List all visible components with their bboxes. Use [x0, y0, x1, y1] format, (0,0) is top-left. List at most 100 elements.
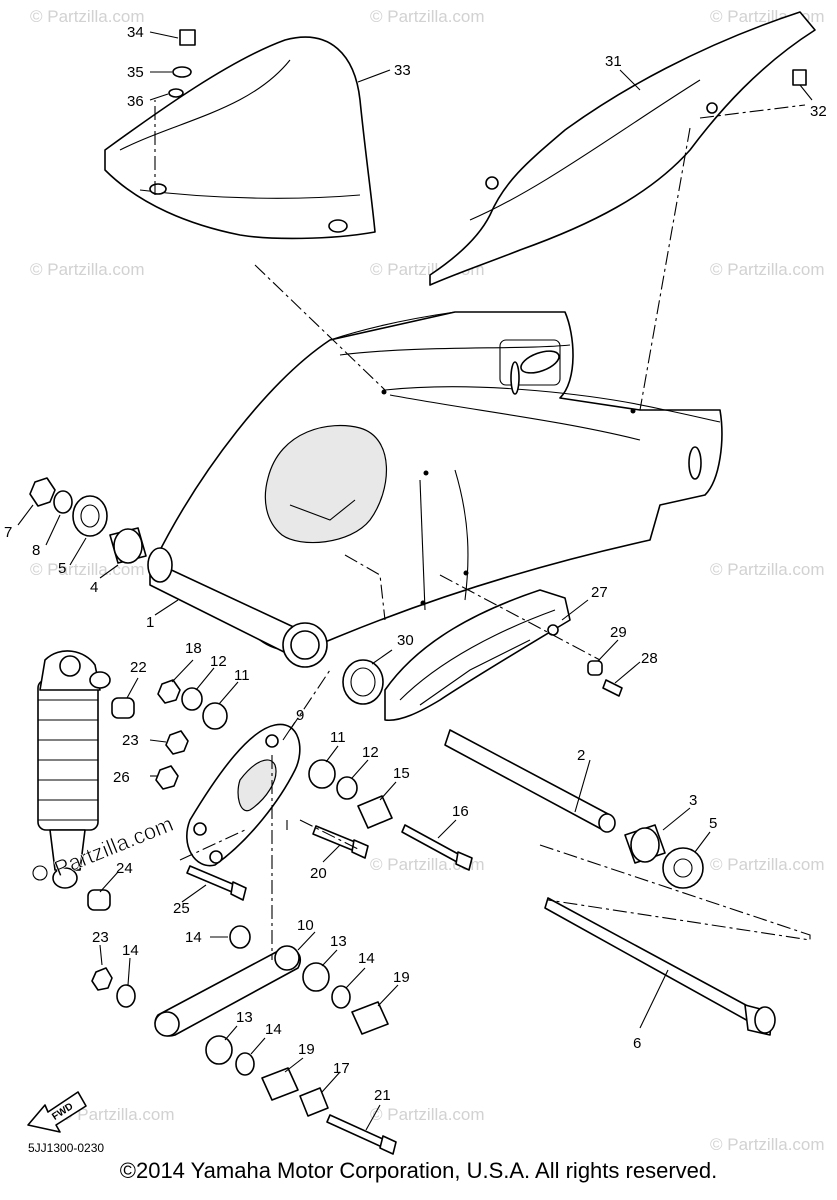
- oil-seal-part-14: [235, 1052, 255, 1076]
- callout-9: 9: [296, 707, 304, 724]
- pivot-hardware-left: [29, 477, 147, 564]
- bearing-part-4: [113, 528, 143, 564]
- oil-seal-part-14: [331, 985, 351, 1009]
- bolt-part-32: [792, 69, 807, 86]
- collar-part-17: [299, 1087, 329, 1117]
- collar-part-30: [342, 659, 384, 705]
- nut-part-7: [29, 477, 56, 507]
- collar-part-19: [351, 1001, 389, 1035]
- callout-12: 12: [362, 744, 379, 761]
- bolt-part-25: [186, 865, 247, 901]
- callout-10: 10: [297, 917, 314, 934]
- callout-19: 19: [393, 969, 410, 986]
- oil-seal-part-12: [336, 776, 358, 800]
- nut-part-23: [165, 730, 189, 755]
- bearing-part-13: [205, 1035, 233, 1065]
- watermark: © Partzilla.com: [710, 560, 825, 579]
- callout-5: 5: [58, 560, 66, 577]
- callout-36: 36: [127, 93, 144, 110]
- callout-14: 14: [122, 942, 139, 959]
- relay-arm-part-9: [186, 723, 301, 867]
- callout-3: 3: [689, 792, 697, 809]
- callout-12: 12: [210, 653, 227, 670]
- callout-11: 11: [234, 667, 250, 684]
- collar-part-22: [111, 697, 135, 719]
- collar-part-24: [87, 889, 111, 911]
- callout-19: 19: [298, 1041, 315, 1058]
- collar-part-19: [261, 1067, 299, 1101]
- bearing-part-11: [202, 702, 228, 730]
- pivot-shaft-part-2: [444, 729, 616, 833]
- callout-14: 14: [358, 950, 375, 967]
- callout-13: 13: [330, 933, 347, 950]
- bolt-part-20: [312, 825, 369, 859]
- nut-part-23: [91, 967, 113, 991]
- bearing-part-13: [302, 962, 330, 992]
- callout-27: 27: [591, 584, 608, 601]
- callout-26: 26: [113, 769, 130, 786]
- nut-part-18: [157, 679, 181, 704]
- callout-30: 30: [397, 632, 414, 649]
- bearing-part-11: [308, 759, 336, 789]
- callout-23: 23: [92, 929, 109, 946]
- watermark: © Partzilla.com: [370, 1105, 485, 1124]
- callout-5-right: 5: [709, 815, 717, 832]
- callout-31: 31: [605, 53, 622, 70]
- callout-23: 23: [122, 732, 139, 749]
- copyright-circle-icon: [32, 865, 48, 881]
- callout-32: 32: [810, 103, 827, 120]
- watermark: © Partzilla.com: [60, 1105, 175, 1124]
- fwd-arrow-icon: FWD: [27, 1091, 87, 1133]
- oil-seal-part-14: [116, 984, 136, 1008]
- collar-part-29: [587, 660, 603, 676]
- callout-29: 29: [610, 624, 627, 641]
- watermark: © Partzilla.com: [30, 260, 145, 279]
- callout-11: 11: [330, 729, 346, 746]
- pivot-hardware-right: [624, 824, 704, 889]
- callout-28: 28: [641, 650, 658, 667]
- callout-6: 6: [633, 1035, 641, 1052]
- watermark: © Partzilla.com: [710, 260, 825, 279]
- chain-slider-part-27: [384, 589, 571, 722]
- bearing-part-3: [630, 827, 660, 863]
- callout-25: 25: [173, 900, 190, 917]
- oil-seal-part-12: [181, 687, 203, 711]
- callout-35: 35: [127, 64, 144, 81]
- bolt-part-21: [326, 1114, 397, 1155]
- callout-22: 22: [130, 659, 147, 676]
- connecting-rod-part-10: [154, 945, 302, 1037]
- watermark: © Partzilla.com: [710, 1135, 825, 1154]
- oil-seal-part-14: [229, 925, 251, 949]
- pivot-tube-part-1: [147, 547, 328, 668]
- leader-lines: [17, 31, 813, 1131]
- watermark: © Partzilla.com: [30, 560, 145, 579]
- watermark: © Partzilla.com: [370, 7, 485, 26]
- callout-33: 33: [394, 62, 411, 79]
- callout-17: 17: [333, 1060, 350, 1077]
- dust-cover-part-5: [72, 495, 108, 537]
- rear-fender-part-33: [104, 36, 376, 240]
- callout-4: 4: [90, 579, 98, 596]
- nut-part-26: [155, 765, 179, 790]
- collar-part-15: [357, 795, 393, 829]
- callout-24: 24: [116, 860, 133, 877]
- callout-numbers: 34 35 36 33 31 32 7 8 5 4 1 27 29 28 30 …: [4, 24, 827, 1104]
- callout-18: 18: [185, 640, 202, 657]
- callout-13: 13: [236, 1009, 253, 1026]
- dust-cover-part-5: [662, 847, 704, 889]
- callout-21: 21: [374, 1087, 391, 1104]
- bolt-part-16: [401, 824, 473, 871]
- watermark: © Partzilla.com: [30, 7, 145, 26]
- callout-20: 20: [310, 865, 327, 882]
- assembly-lines: [154, 100, 811, 960]
- callout-8: 8: [32, 542, 40, 559]
- callout-7: 7: [4, 524, 12, 541]
- callout-34: 34: [127, 24, 144, 41]
- chain-guard-part-31: [429, 11, 816, 286]
- callout-14: 14: [265, 1021, 282, 1038]
- collar-part-35: [172, 66, 192, 78]
- callout-2: 2: [577, 747, 585, 764]
- callout-15: 15: [393, 765, 410, 782]
